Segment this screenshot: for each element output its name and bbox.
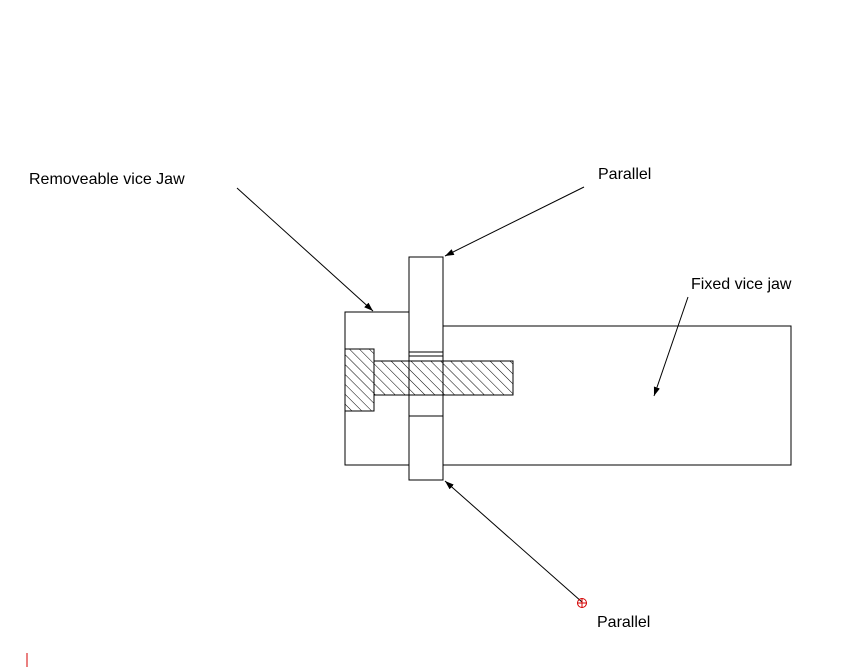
circle-crosshair-icon <box>577 598 587 608</box>
label-parallel-bottom: Parallel <box>597 614 650 631</box>
screw-head <box>344 348 375 412</box>
label-parallel-top: Parallel <box>598 166 651 183</box>
label-removeable-vice-jaw: Removeable vice Jaw <box>29 171 185 188</box>
leader-fixed-jaw <box>653 296 689 397</box>
leader-parallel-top <box>444 186 585 257</box>
leader-parallel-bottom <box>444 480 583 603</box>
label-fixed-vice-jaw: Fixed vice jaw <box>691 276 792 293</box>
screw-shank <box>373 360 514 396</box>
leader-removeable-jaw <box>236 187 374 312</box>
parallel-top <box>408 256 444 357</box>
parallel-bottom <box>408 415 444 481</box>
